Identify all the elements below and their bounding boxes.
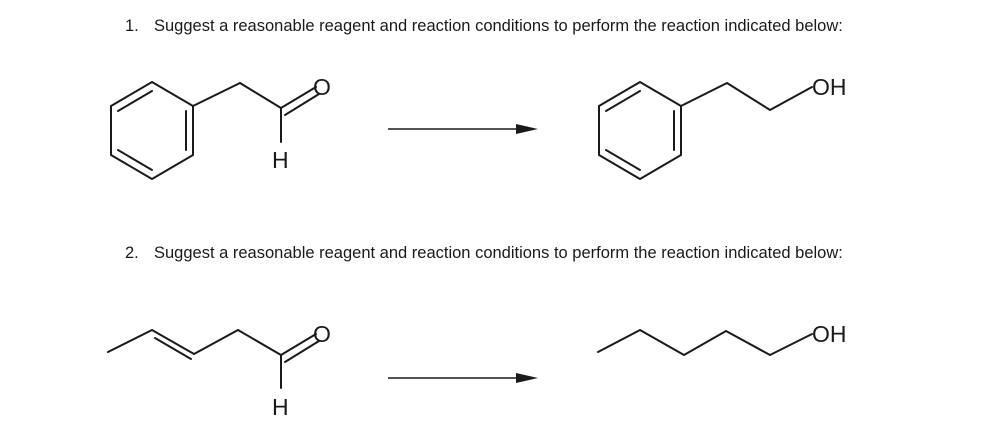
aromatic-double-bond [605,90,641,112]
oxygen-label: O [313,74,331,100]
question-1-text: Suggest a reasonable reagent and reactio… [154,17,843,35]
oxygen-label: O [313,321,331,347]
alkene-double-bond [154,337,192,360]
carbonyl-double-bond [284,340,320,363]
carbonyl-double-bond [284,93,320,116]
reaction-2-reactant: O H [107,321,331,420]
question-1-number: 1. [125,17,139,35]
question-1: 1. Suggest a reasonable reagent and reac… [125,16,843,36]
hydroxyl-label: OH [812,74,847,100]
question-2-text: Suggest a reasonable reagent and reactio… [154,244,843,262]
methyl-bond [107,329,153,353]
carbonyl-double-bond [280,333,317,356]
hydrogen-label: H [272,394,289,420]
hydroxyl-label: OH [812,321,847,347]
reaction-1-arrow [388,124,538,134]
ring-ch2-bond [192,82,241,107]
reaction-2-product: OH [597,321,847,356]
aromatic-double-bond [117,149,153,171]
alcohol-chain [680,82,813,111]
ch2-carbonyl-bond [237,329,282,356]
aromatic-double-bond [117,90,153,112]
carbonyl-double-bond [280,86,317,109]
aromatic-double-bond [605,149,641,171]
question-2: 2. Suggest a reasonable reagent and reac… [125,243,885,263]
reaction-1-reactant: O H [110,74,331,180]
question-2-number: 2. [125,244,139,262]
alkene-double-bond [151,329,195,355]
hydrogen-label: H [272,147,289,173]
ch2-carbonyl-bond [239,82,282,109]
ch2-bond [193,329,239,355]
alcohol-chain [597,329,813,356]
reaction-1: O H OH [110,74,847,180]
reaction-1-product: OH [598,74,847,180]
reaction-2-arrow [388,373,538,383]
